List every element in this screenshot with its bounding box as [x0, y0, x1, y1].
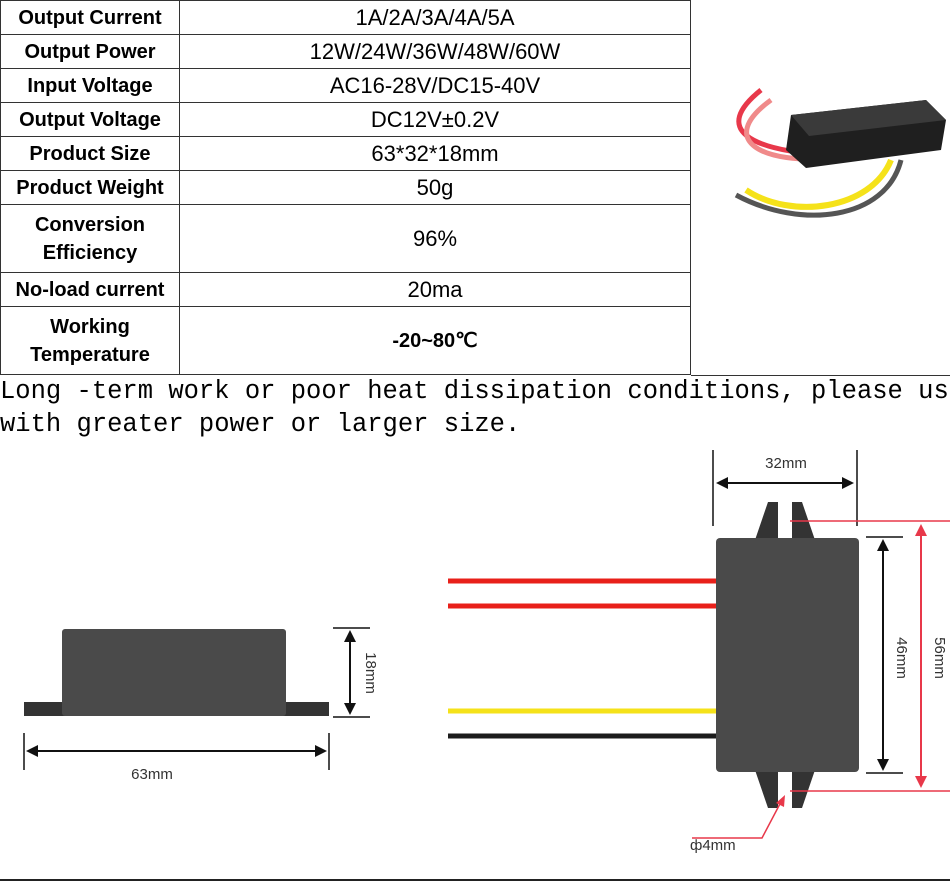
spec-row: Output Current 1A/2A/3A/4A/5A — [0, 0, 691, 35]
spec-label: Input Voltage — [0, 68, 180, 103]
width-label: 32mm — [765, 455, 807, 472]
total-height-label: 56mm — [931, 637, 948, 679]
spec-value: 20ma — [179, 272, 691, 307]
arrow-head — [315, 745, 327, 757]
height-label: 18mm — [362, 652, 379, 694]
arrow-head — [842, 477, 854, 489]
spec-row: Output Voltage DC12V±0.2V — [0, 102, 691, 137]
spec-row: Input Voltage AC16-28V/DC15-40V — [0, 68, 691, 103]
spec-value: 96% — [179, 204, 691, 273]
spec-row: Working Temperature -20~80℃ — [0, 306, 691, 375]
usage-note-line: Long -term work or poor heat dissipation… — [0, 377, 950, 406]
spec-value: -20~80℃ — [179, 306, 691, 375]
product-photo — [734, 88, 946, 218]
arrow-head — [915, 524, 927, 536]
spec-value: 1A/2A/3A/4A/5A — [179, 0, 691, 35]
spec-value: AC16-28V/DC15-40V — [179, 68, 691, 103]
spec-row: No-load current 20ma — [0, 272, 691, 307]
spec-row: Product Size 63*32*18mm — [0, 136, 691, 171]
usage-note: Long -term work or poor heat dissipation… — [0, 375, 950, 441]
arrow-head — [915, 776, 927, 788]
mount-tab-bottom — [755, 770, 815, 808]
arrow-head — [877, 759, 889, 771]
spec-label: Output Power — [0, 34, 180, 69]
spec-table: Output Current 1A/2A/3A/4A/5A Output Pow… — [0, 0, 691, 375]
top-view: 32mm 46mm 56mm ф4mm — [448, 450, 950, 854]
arrow-head — [26, 745, 38, 757]
hole-label: ф4mm — [690, 837, 736, 854]
spec-label-line: Efficiency — [42, 241, 138, 264]
spec-row: Output Power 12W/24W/36W/48W/60W — [0, 34, 691, 69]
mount-tab-top — [755, 502, 815, 540]
spec-label-line: Temperature — [30, 343, 150, 366]
black-wire-photo — [734, 159, 904, 218]
arrow-head — [776, 795, 785, 807]
spec-row: Product Weight 50g — [0, 170, 691, 205]
spec-value: DC12V±0.2V — [179, 102, 691, 137]
spec-value: 63*32*18mm — [179, 136, 691, 171]
side-body — [62, 629, 286, 716]
yellow-wire-photo — [744, 158, 894, 210]
body-height-label: 46mm — [893, 637, 910, 679]
spec-label: Conversion Efficiency — [0, 204, 180, 273]
side-view: 18mm 63mm — [23, 627, 379, 783]
length-label: 63mm — [131, 766, 173, 783]
hole-leader — [692, 799, 783, 839]
usage-note-line: with greater power or larger size. — [0, 410, 521, 439]
converter-top-photo — [791, 100, 946, 136]
product-photo-frame — [691, 0, 950, 376]
spec-label-line: Working — [50, 315, 130, 338]
spec-label: Product Size — [0, 136, 180, 171]
arrow-head — [344, 703, 356, 715]
spec-label-line: Conversion — [34, 213, 146, 236]
bottom-border — [0, 879, 950, 881]
spec-row: Conversion Efficiency 96% — [0, 204, 691, 273]
spec-value: 50g — [179, 170, 691, 205]
top-body — [716, 538, 859, 772]
arrow-head — [344, 630, 356, 642]
spec-label: No-load current — [0, 272, 180, 307]
arrow-head — [877, 539, 889, 551]
spec-label: Output Current — [0, 0, 180, 35]
spec-label: Working Temperature — [0, 306, 180, 375]
dimension-drawing: 18mm 63mm 32mm 46mm 56mm — [23, 450, 950, 854]
arrow-head — [716, 477, 728, 489]
spec-label: Product Weight — [0, 170, 180, 205]
spec-value: 12W/24W/36W/48W/60W — [179, 34, 691, 69]
spec-label: Output Voltage — [0, 102, 180, 137]
